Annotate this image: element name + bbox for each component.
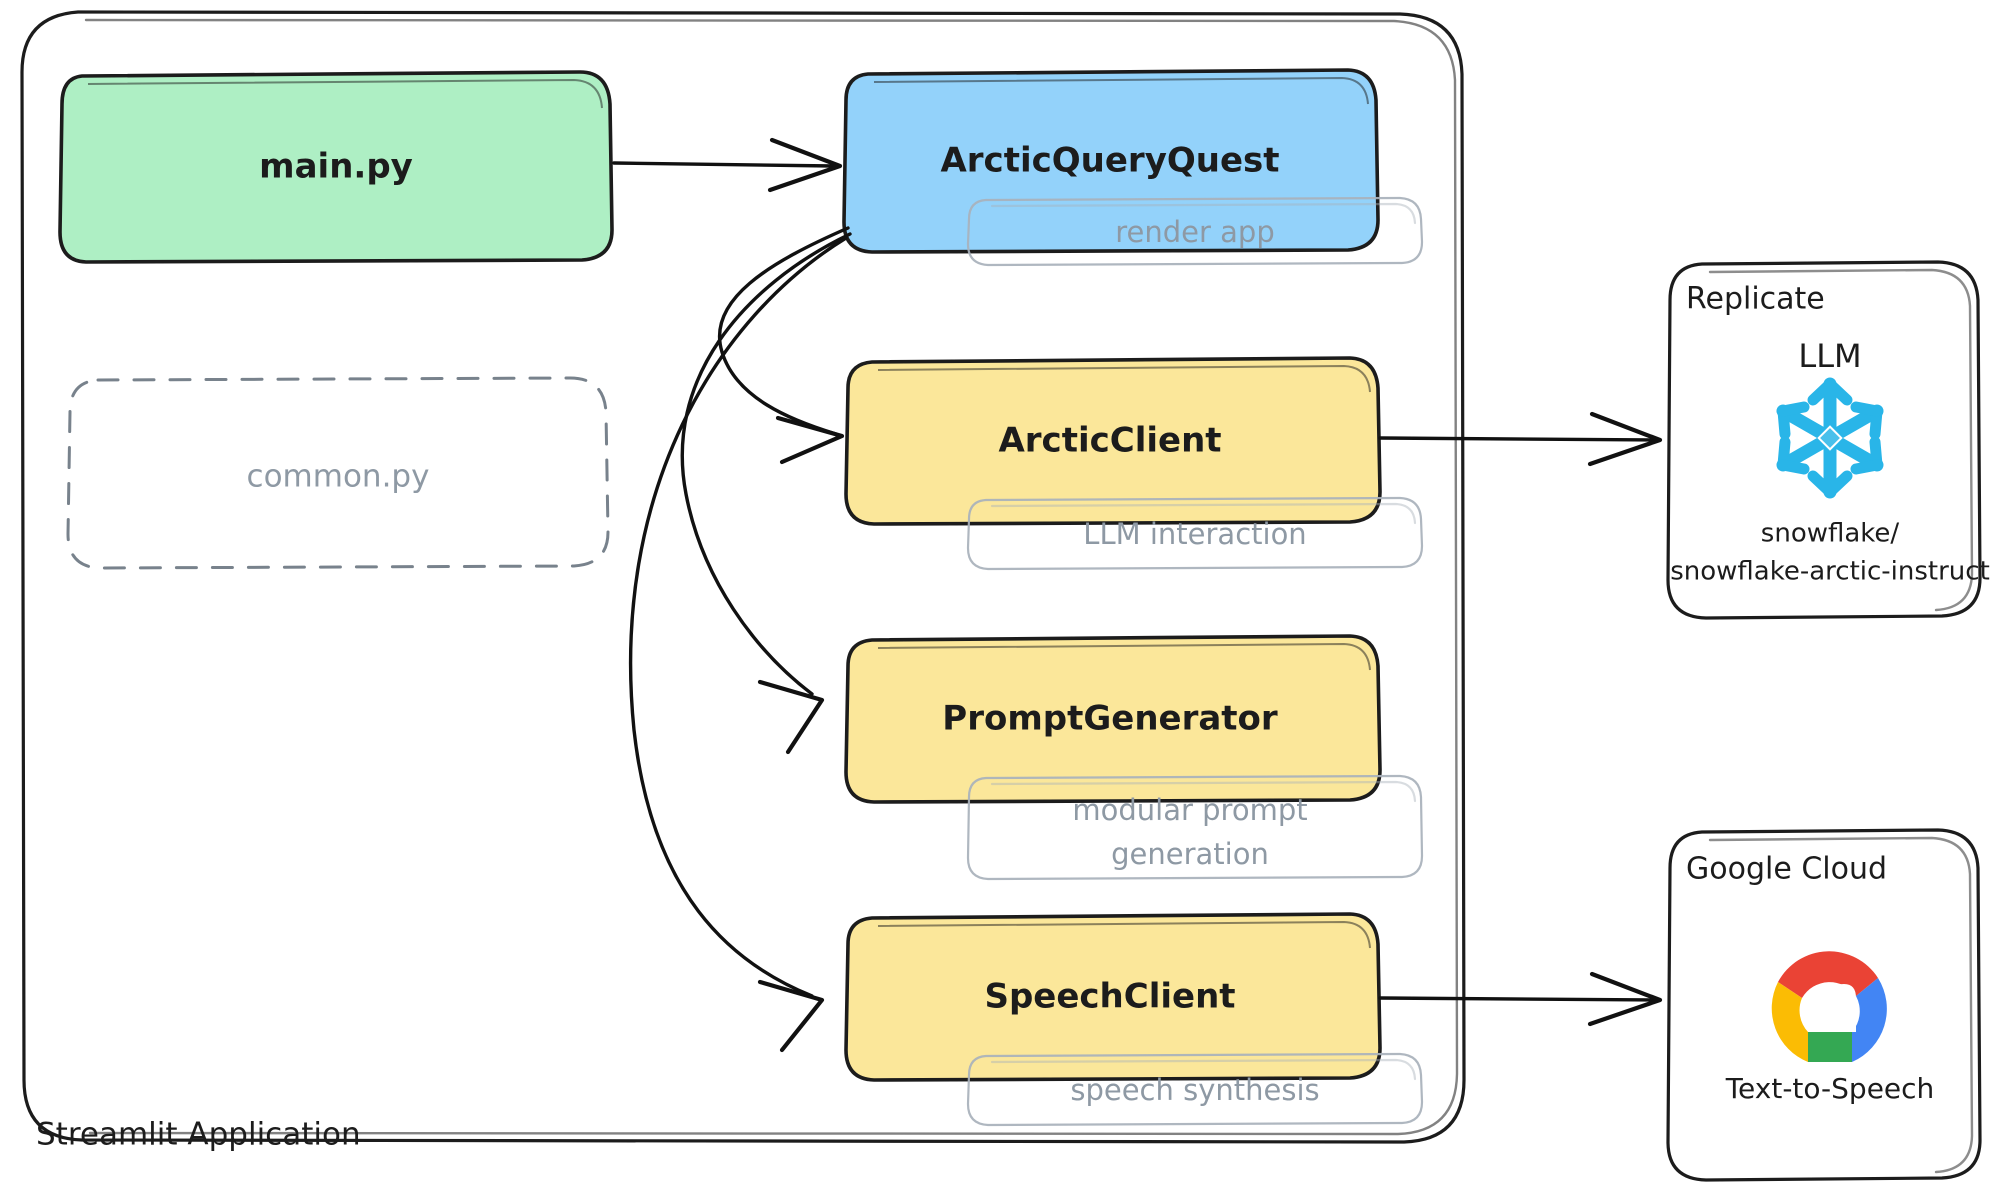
arctic-query-quest-shape xyxy=(842,68,1380,254)
node-arctic-query-quest[interactable]: ArcticQueryQuest render app xyxy=(842,68,1424,267)
external-service-google-cloud[interactable]: Google Cloud Text-to-Speech xyxy=(1666,828,1982,1182)
google-cloud-model: Text-to-Speech xyxy=(1725,1072,1935,1105)
arctic-query-quest-sublabel: render app xyxy=(966,196,1424,267)
prompt-generator-shape xyxy=(844,634,1382,804)
arctic-client-sublabel-text: LLM interaction xyxy=(1083,517,1306,551)
prompt-generator-sublabel-line2: generation xyxy=(1111,837,1269,871)
speech-client-label: SpeechClient xyxy=(984,977,1235,1017)
node-common-py[interactable]: common.py xyxy=(66,376,610,570)
replicate-provider-label: Replicate xyxy=(1686,282,1825,317)
prompt-generator-sublabel: modular prompt generation xyxy=(966,774,1424,881)
container-label: Streamlit Application xyxy=(36,1117,361,1153)
arctic-client-sublabel: LLM interaction xyxy=(966,496,1424,571)
node-speech-client[interactable]: SpeechClient speech synthesis xyxy=(844,912,1424,1127)
speech-client-sublabel-text: speech synthesis xyxy=(1070,1073,1319,1107)
prompt-generator-label: PromptGenerator xyxy=(942,699,1278,739)
node-prompt-generator[interactable]: PromptGenerator modular prompt generatio… xyxy=(844,634,1424,881)
main-py-label: main.py xyxy=(259,147,413,187)
edge-speech-client-to-google-cloud xyxy=(1378,971,1663,1027)
edge-arctic-query-quest-to-arctic-client xyxy=(718,226,850,465)
edge-arctic-client-to-replicate xyxy=(1378,411,1663,467)
node-arctic-client[interactable]: ArcticClient LLM interaction xyxy=(844,356,1424,571)
arctic-query-quest-label: ArcticQueryQuest xyxy=(940,141,1279,181)
arctic-client-label: ArcticClient xyxy=(998,421,1221,461)
arctic-query-quest-sketch-highlight xyxy=(873,76,1369,105)
arctic-query-quest-sublabel-text: render app xyxy=(1115,215,1275,249)
speech-client-sublabel: speech synthesis xyxy=(966,1052,1424,1127)
main-py-shape xyxy=(58,70,614,264)
streamlit-application-container xyxy=(20,10,1466,1144)
speech-client-shape xyxy=(844,912,1382,1082)
google-cloud-icon xyxy=(1771,951,1887,1062)
edge-arctic-query-quest-to-speech-client xyxy=(628,236,848,1053)
arctic-client-shape xyxy=(844,356,1382,526)
speech-client-sketch-highlight xyxy=(877,920,1371,949)
prompt-generator-sketch-highlight xyxy=(877,642,1371,671)
replicate-model-line1: snowflake/ xyxy=(1761,519,1900,549)
snowflake-icon xyxy=(1776,377,1884,499)
replicate-model-line2: snowflake-arctic-instruct xyxy=(1670,557,1990,587)
node-main-py[interactable]: main.py xyxy=(58,70,614,264)
prompt-generator-sublabel-line1: modular prompt xyxy=(1072,793,1307,827)
main-py-sketch-highlight xyxy=(87,78,603,109)
common-py-label: common.py xyxy=(247,459,430,495)
common-py-shape xyxy=(66,376,610,570)
replicate-title: LLM xyxy=(1798,337,1861,375)
google-cloud-provider-label: Google Cloud xyxy=(1686,852,1887,887)
edge-arctic-query-quest-to-prompt-generator xyxy=(680,232,852,755)
external-service-replicate[interactable]: Replicate LLM snowflake/ snowflake-arcti… xyxy=(1666,260,1990,620)
arctic-client-sketch-highlight xyxy=(877,364,1371,393)
edge-main-to-arctic-query-quest xyxy=(612,137,843,193)
